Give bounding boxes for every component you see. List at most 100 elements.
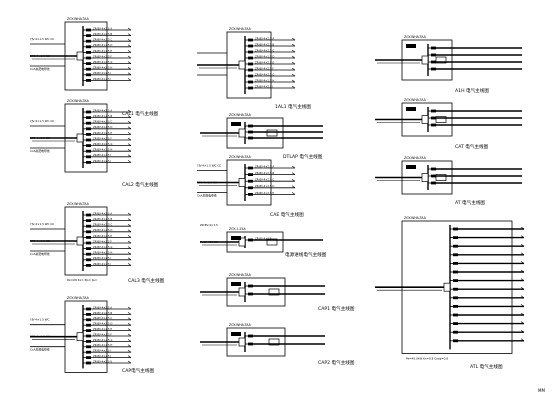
circuit-end-arrow [127, 120, 132, 124]
meter-symbol [231, 282, 241, 286]
circuit-breaker-symbol [453, 313, 458, 317]
circuit-end-arrow [127, 109, 132, 113]
circuit-breaker-symbol [86, 307, 91, 311]
circuit-cable-spec: ZR-BV-4×2.5 B [255, 42, 274, 46]
panel-title: CAL2 电气主线图 [122, 181, 159, 188]
incoming-cable-spec: RPS-4×1.5 CC [30, 239, 50, 243]
main-breaker-symbol [76, 332, 84, 342]
circuit-cable-spec: ZR-BV-4×2.5 J [93, 77, 111, 81]
circuit-breaker-symbol [86, 224, 91, 228]
circuit-end-arrow [520, 226, 525, 230]
main-breaker-symbol [421, 115, 429, 124]
circuit-cable-spec: ZR-BV-4×2.5 C [93, 316, 112, 320]
circuit-breaker-symbol [453, 296, 458, 300]
circuit-cable-spec: ZR-BV-4×2.5 I [93, 153, 111, 157]
circuit-breaker-symbol [453, 305, 458, 308]
circuit-breaker-symbol [431, 167, 436, 171]
circuit-breaker-symbol [453, 322, 458, 325]
circuit-cable-spec: ZR-BV-4×2.5 A [93, 26, 112, 30]
circuit-end-arrow [127, 212, 132, 216]
circuit-breaker-symbol [431, 60, 436, 64]
circuit-breaker-symbol [453, 262, 458, 265]
circuit-breaker-symbol [86, 67, 91, 71]
circuit-breaker-symbol [453, 236, 458, 239]
circuit-breaker-symbol [86, 236, 91, 239]
circuit-end-arrow [520, 338, 525, 342]
circuit-breaker-symbol [431, 109, 436, 113]
circuit-cable-spec: ZR-BV-4×2.5 A [93, 211, 112, 215]
circuit-cable-spec: ZR-BV-4×2.5 F [93, 54, 112, 58]
main-breaker-symbol [421, 55, 429, 65]
circuit-cable-spec: ZR-BV-4×2.5 D [255, 184, 274, 188]
circuit-end-arrow [127, 349, 132, 353]
circuit-breaker-symbol [86, 318, 91, 322]
main-breaker-symbol [238, 128, 246, 138]
circuit-breaker-symbol [86, 230, 91, 234]
circuit-end-arrow [127, 246, 132, 249]
circuit-cable-spec: ZR-BV-4×2.5 G [93, 60, 112, 64]
circuit-cable-spec: ZR-BV-4×2.5 D [93, 322, 112, 326]
circuit-breaker-symbol [86, 313, 91, 316]
circuit-cable-spec: ZR-BV-4×2.5 B [255, 171, 274, 175]
circuit-end-arrow [291, 55, 296, 59]
contactor-symbol [266, 129, 278, 137]
circuit-breaker-symbol [86, 51, 91, 54]
circuit-breaker-symbol [86, 34, 91, 37]
meter-symbol [406, 107, 416, 111]
contactor-symbol [268, 338, 280, 346]
panel-title: ATL 电气主线图 [470, 363, 503, 370]
circuit-breaker-symbol [248, 179, 253, 183]
circuit-breaker-symbol [86, 219, 91, 222]
circuit-breaker-symbol [248, 292, 253, 296]
circuit-cable-spec: ZR-BV-4×2.5 H [93, 66, 112, 70]
circuit-breaker-symbol [431, 181, 436, 185]
circuit-breaker-symbol [453, 287, 458, 291]
circuit-end-arrow [520, 312, 525, 316]
circuit-end-arrow [127, 55, 132, 59]
circuit-cable-spec: ZR-BV-4×2.5 H [93, 251, 112, 255]
panel-header-label: ZGY-WHA-TAA [67, 99, 90, 103]
circuit-end-arrow [520, 243, 525, 247]
circuit-breaker-symbol [86, 79, 91, 82]
circuit-cable-spec: ZR-BV-4×2.5 G [93, 245, 112, 249]
incoming-cable-spec: CxA总配电母线 [197, 194, 217, 198]
meter-symbol [231, 122, 241, 126]
circuit-breaker-symbol [431, 53, 436, 57]
circuit-end-arrow [291, 172, 296, 175]
incoming-cable-spec: RPS-4×1.5 CC [197, 181, 217, 185]
circuit-end-arrow [127, 61, 132, 64]
panel-note: Pe=45.0kW Kx=0.8 Cosφ=0.8 [406, 356, 448, 360]
circuit-end-arrow [520, 295, 525, 299]
circuit-breaker-symbol [86, 121, 91, 125]
circuit-end-arrow [127, 344, 132, 348]
circuit-breaker-symbol [453, 244, 458, 248]
circuit-end-arrow [291, 43, 296, 47]
circuit-breaker-symbol [86, 155, 91, 159]
circuit-end-arrow [127, 355, 132, 358]
circuit-cable-spec: ZR-BV-4×2.5 E [255, 191, 274, 195]
incoming-cable-spec: RPS-4×1.5 CC [30, 335, 50, 339]
circuit-end-arrow [127, 312, 132, 315]
circuit-breaker-symbol [86, 361, 91, 365]
contactor-symbol [435, 174, 447, 181]
circuit-end-arrow [127, 143, 132, 146]
circuit-cable-spec: ZR-BV-4×2.5 D [93, 228, 112, 232]
main-breaker-symbol [421, 173, 429, 182]
incoming-cable-spec: PVC4 WC CC [200, 240, 218, 244]
circuit-cable-spec: ZR-BV-4×2.5 F [255, 66, 274, 70]
circuit-end-arrow [127, 137, 132, 141]
panel-title: AT 电气主线图 [455, 199, 485, 206]
panel-title: A1H 电气主线图 [455, 87, 489, 94]
circuit-breaker-symbol [86, 138, 91, 142]
circuit-cable-spec: ZR-BV-4×2.5 E [93, 49, 112, 53]
circuit-end-arrow [127, 115, 132, 118]
main-breaker-symbol [238, 60, 246, 70]
incoming-cable-spec: YJV-4×1.5 WC CC [197, 164, 221, 168]
panels-layer: ZGY-WHA-TAA YJV-4×1.5 WC CC RPS-4×1.5 CC Cx… [30, 17, 525, 374]
circuit-breaker-symbol [453, 227, 458, 231]
circuit-end-arrow [127, 72, 132, 76]
circuit-end-arrow [127, 50, 132, 53]
